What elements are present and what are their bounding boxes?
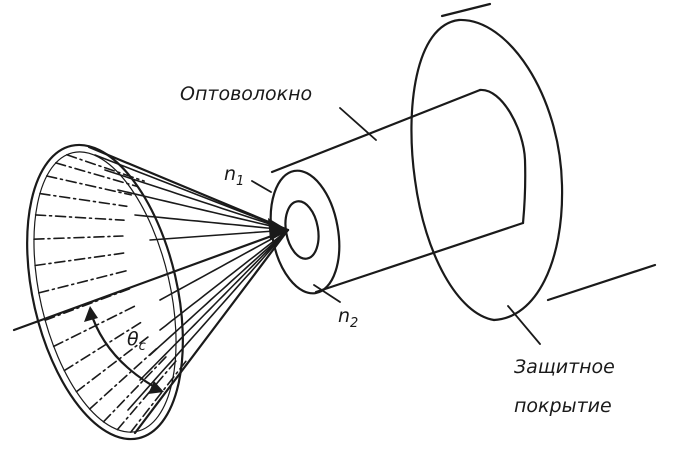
cone-dash-line xyxy=(102,353,169,423)
angle-arrowhead-top xyxy=(84,306,98,322)
cone-dash-line xyxy=(45,175,132,196)
angle-arc xyxy=(88,308,162,392)
cone-dash-line xyxy=(63,320,144,372)
cone-dash-line xyxy=(75,334,152,393)
coating-flange-front xyxy=(457,18,564,322)
light-rays xyxy=(94,154,289,411)
cone-dash-line xyxy=(88,345,160,410)
fiber-far-end xyxy=(478,88,527,225)
protective-coating xyxy=(410,2,657,322)
light-ray xyxy=(149,229,289,356)
cone-dash-line xyxy=(37,270,127,294)
light-ray xyxy=(149,229,289,241)
acceptance-cone xyxy=(12,143,290,441)
fiber-cylinder xyxy=(269,88,527,295)
coating-label-line1: Защитное xyxy=(514,356,615,378)
cone-dash-line xyxy=(34,214,125,221)
n2-label: n2 xyxy=(338,305,358,331)
optical-axis-line xyxy=(12,228,290,332)
coating-bottom-edge xyxy=(546,263,657,302)
cone-base-rim xyxy=(26,143,184,441)
cone-top-edge xyxy=(87,145,290,232)
light-ray xyxy=(139,229,289,381)
cone-bottom-edge xyxy=(133,228,290,435)
light-ray xyxy=(127,229,289,411)
cone-dash-line xyxy=(130,360,187,433)
coating-label-line2: покрытие xyxy=(514,395,612,417)
n2-subscript: 2 xyxy=(350,316,358,331)
n1-leader-line xyxy=(251,180,272,193)
n1-letter: n xyxy=(224,163,236,185)
n2-leader-line xyxy=(313,284,341,303)
fiber-bottom-edge xyxy=(314,221,525,294)
fiber-top-edge xyxy=(270,88,482,174)
light-ray xyxy=(159,229,289,331)
light-ray xyxy=(159,229,289,301)
light-ray xyxy=(117,189,289,231)
cone-dash-line xyxy=(34,252,125,267)
light-ray xyxy=(94,154,289,231)
critical-angle-marker xyxy=(84,306,164,394)
light-ray xyxy=(134,214,289,231)
coating-top-edge xyxy=(440,2,492,18)
cone-dash-line xyxy=(39,192,128,208)
theta-subscript: c xyxy=(139,339,146,354)
convergence-arrowhead xyxy=(268,218,288,240)
n2-letter: n xyxy=(338,305,350,327)
n1-label: n1 xyxy=(224,163,244,189)
cone-dash-line xyxy=(52,304,137,348)
cone-dash-line xyxy=(33,235,124,240)
cone-dash-line xyxy=(54,162,138,188)
fiber-label: Оптоволокно xyxy=(180,83,312,105)
n1-subscript: 1 xyxy=(236,174,244,189)
light-ray xyxy=(104,169,289,231)
coating-leader-line xyxy=(507,305,541,345)
cone-axis-dashes xyxy=(33,154,187,433)
cone-dash-line xyxy=(116,358,178,431)
theta-c-label: θc xyxy=(127,328,146,354)
fiber-leader-line xyxy=(339,107,377,141)
angle-arrowhead-bottom xyxy=(148,381,164,394)
cone-dash-line xyxy=(66,154,145,182)
theta-letter: θ xyxy=(127,328,139,350)
coating-flange-back xyxy=(410,18,496,322)
